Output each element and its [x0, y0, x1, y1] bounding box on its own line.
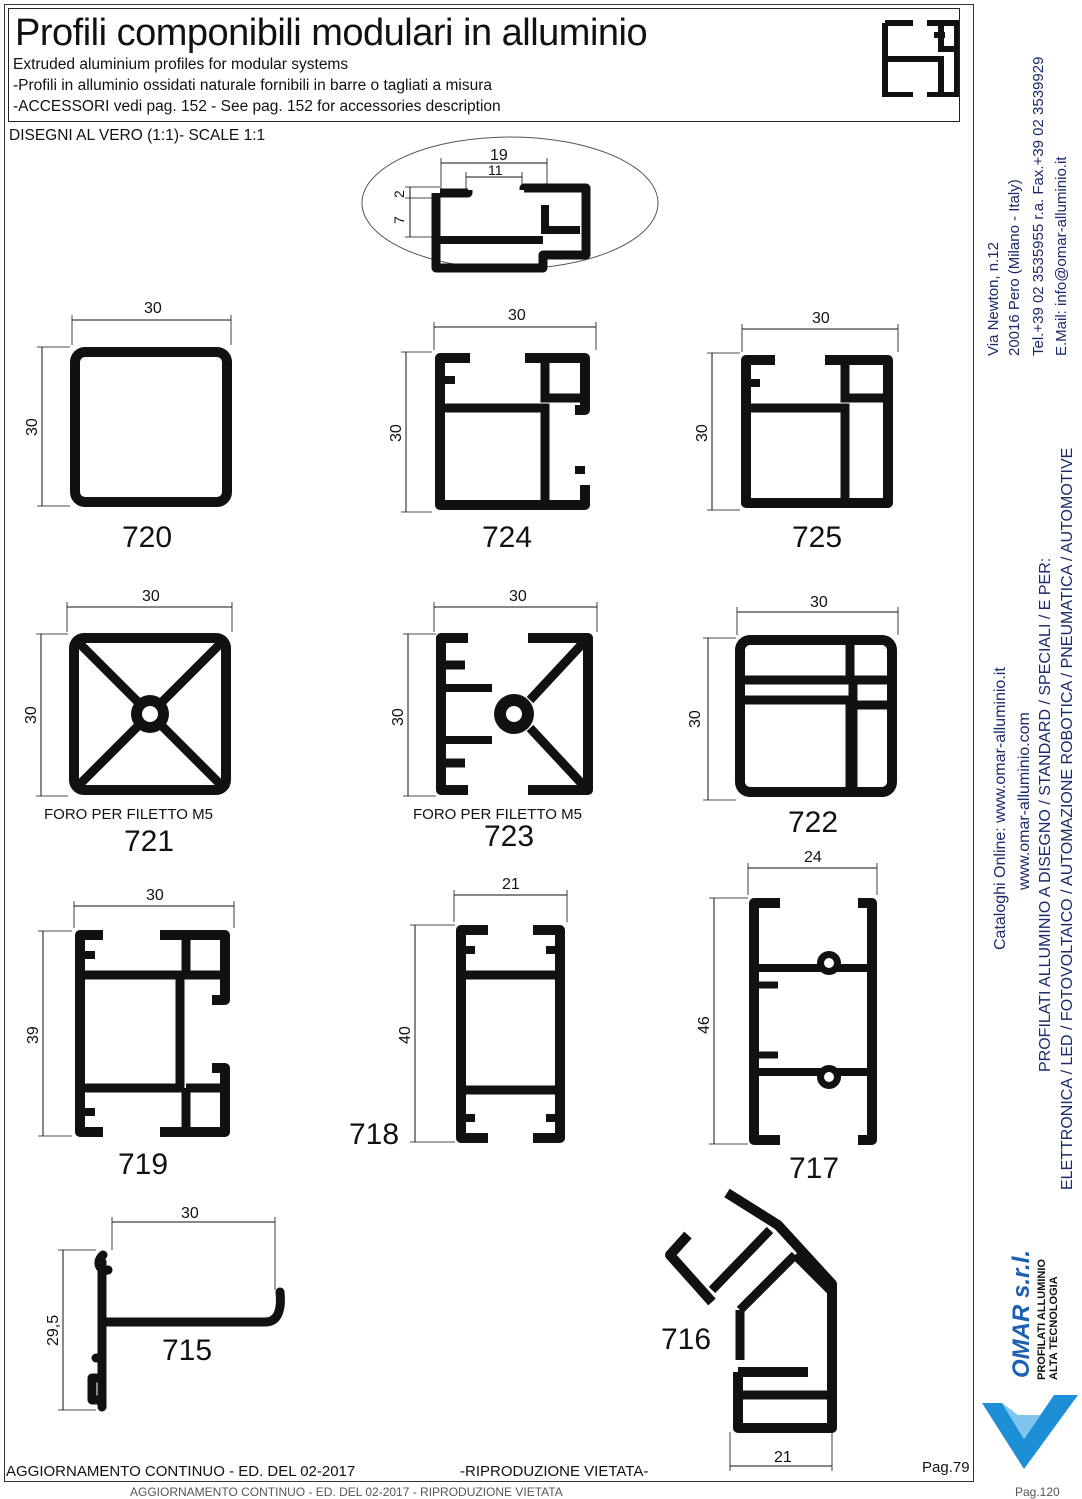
dim-width-717: 24 — [804, 849, 822, 866]
code-720: 720 — [122, 521, 172, 554]
profile-724: 30 30 724 — [388, 307, 597, 554]
dim-width-720: 30 — [144, 300, 162, 317]
page-frame — [4, 4, 974, 1482]
dim-7: 7 — [391, 216, 407, 224]
dim-height-724: 30 — [388, 424, 405, 442]
profile-723: 30 30 FORO PER FILETTO M5 723 — [390, 588, 598, 853]
note-721: FORO PER FILETTO M5 — [44, 806, 213, 823]
code-717: 717 — [789, 1152, 839, 1185]
profile-719: 30 39 719 — [25, 887, 235, 1181]
footer-cut-text: AGGIORNAMENTO CONTINUO - ED. DEL 02-2017… — [130, 1485, 563, 1499]
sidebar-services: PROFILATI ALLUMINIO A DISEGNO / STANDARD… — [1037, 557, 1054, 1072]
profile-715: 30 29,5 715 — [45, 1205, 285, 1412]
subtitle-note: -Profili in alluminio ossidati naturale … — [13, 77, 492, 94]
dim-height-722: 30 — [687, 710, 704, 728]
profile-725: 30 30 725 — [694, 310, 899, 554]
sidebar-city: 20016 Pero (Milano - Italy) — [1006, 179, 1023, 356]
sidebar-sectors: ELETTRONICA / LED / FOTOVOLTAICO / AUTOM… — [1059, 447, 1076, 1190]
code-716: 716 — [661, 1323, 711, 1356]
sidebar-website: www.omar-alluminio.com — [1016, 712, 1033, 890]
code-725: 725 — [792, 521, 842, 554]
code-718: 718 — [349, 1118, 399, 1151]
dim-height-725: 30 — [694, 424, 711, 442]
footer-cut-page: Pag.120 — [1015, 1485, 1060, 1499]
omar-logo-text: OMAR s.r.l. — [1008, 1249, 1035, 1378]
dim-height-720: 30 — [24, 418, 41, 436]
profile-717: 24 46 717 — [696, 849, 878, 1185]
scale-note: DISEGNI AL VERO (1:1)- SCALE 1:1 — [9, 127, 266, 144]
code-724: 724 — [482, 521, 532, 554]
dim-width-725: 30 — [812, 310, 830, 327]
dim-height-719: 39 — [25, 1026, 42, 1044]
omar-logo-subtitle: PROFILATI ALLUMINIO ALTA TECNOLOGIA — [1036, 1259, 1060, 1380]
dim-width-718: 21 — [502, 876, 520, 893]
dim-height-721: 30 — [23, 706, 40, 724]
accessories-note: -ACCESSORI vedi pag. 152 - See pag. 152 … — [13, 98, 501, 115]
profile-722: 30 30 722 — [687, 594, 899, 839]
code-723: 723 — [484, 820, 534, 853]
code-721: 721 — [124, 825, 174, 858]
profile-716: 21 716 — [661, 1188, 837, 1471]
header-box: Profili componibili modulari in allumini… — [8, 8, 960, 122]
dim-11: 11 — [488, 162, 503, 178]
dim-width-719: 30 — [146, 887, 164, 904]
dim-height-718: 40 — [397, 1026, 414, 1044]
dim-width-723: 30 — [509, 588, 527, 605]
footer-copyright: -RIPRODUZIONE VIETATA- — [460, 1463, 649, 1480]
profile-718: 21 40 718 — [349, 876, 568, 1151]
profile-720: 30 30 720 — [24, 300, 232, 554]
page-number: Pag.79 — [922, 1459, 970, 1476]
dim-width-722: 30 — [810, 594, 828, 611]
sidebar-phone: Tel.+39 02 3535955 r.a. Fax.+39 02 35399… — [1030, 56, 1047, 356]
dim-height-715: 29,5 — [45, 1315, 62, 1346]
subtitle-en: Extruded aluminium profiles for modular … — [13, 56, 349, 73]
dim-height-717: 46 — [696, 1016, 713, 1034]
code-719: 719 — [118, 1148, 168, 1181]
modular-profile-icon — [882, 20, 959, 97]
dim-width-721: 30 — [142, 588, 160, 605]
sidebar-email: E.Mail: info@omar-alluminio.it — [1053, 156, 1070, 356]
footer-edition: AGGIORNAMENTO CONTINUO - ED. DEL 02-2017 — [6, 1463, 356, 1480]
profile-721: 30 30 FORO PER FILETTO M5 721 — [23, 588, 233, 858]
sidebar-catalog: Cataloghi Online: www.omar-alluminio.it — [992, 667, 1009, 950]
dim-2: 2 — [391, 190, 407, 198]
note-723: FORO PER FILETTO M5 — [413, 806, 582, 823]
omar-logo-mark — [982, 1395, 1078, 1469]
code-722: 722 — [788, 806, 838, 839]
dim-width-715: 30 — [181, 1205, 199, 1222]
sidebar-address: Via Newton, n.12 — [985, 242, 1002, 356]
slot-detail: 19 11 2 7 — [361, 136, 659, 273]
code-715: 715 — [162, 1334, 212, 1367]
dim-19: 19 — [490, 147, 508, 164]
dim-width-724: 30 — [508, 307, 526, 324]
dim-width-716: 21 — [774, 1449, 792, 1466]
page-title: Profili componibili modulari in allumini… — [15, 12, 648, 54]
dim-height-723: 30 — [390, 708, 407, 726]
